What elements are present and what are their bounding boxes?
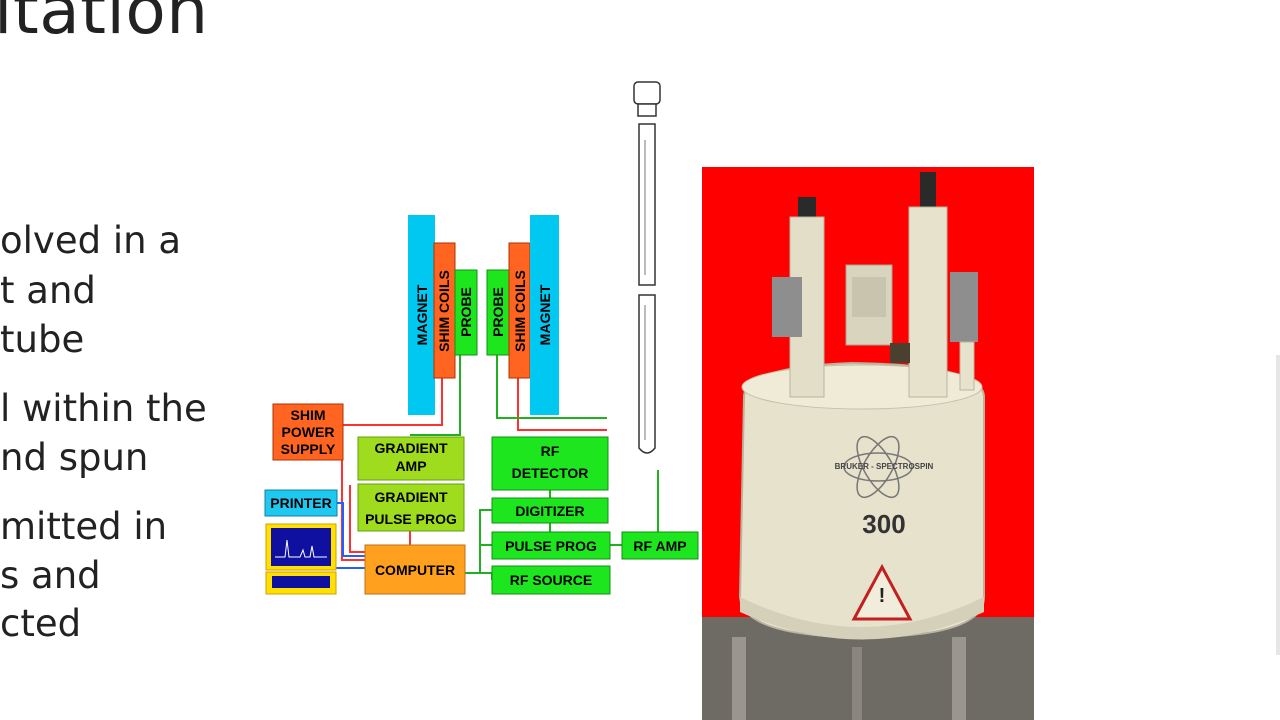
bullet-line: l within the <box>0 387 207 430</box>
bullet-line: nd spun <box>0 436 149 479</box>
shim-power-supply-label: SUPPLY <box>281 441 336 457</box>
printer-box <box>264 489 338 517</box>
digitizer-label: DIGITIZER <box>515 503 584 519</box>
gradient-pulse-prog-label: GRADIENT <box>374 489 448 505</box>
shim-power-supply-label: POWER <box>282 424 335 440</box>
keyboard-icon <box>265 571 337 595</box>
bullet-line: t and <box>0 269 96 312</box>
computer-monitor-icon <box>265 523 337 571</box>
pulse-prog-box <box>491 531 611 560</box>
brand-label: BRUKER - SPECTROSPIN <box>835 462 934 471</box>
gradient-pulse-prog-box <box>357 483 465 532</box>
model-number: 300 <box>862 509 905 539</box>
sample-tube-icon <box>633 81 661 454</box>
right-magnet <box>530 215 559 415</box>
stand-leg <box>852 647 862 720</box>
rf-source-box <box>491 565 611 595</box>
gradient-pulse-prog-label: PULSE PROG <box>365 511 457 527</box>
computer-label: COMPUTER <box>375 562 455 578</box>
wire <box>410 355 461 436</box>
wire <box>349 485 366 553</box>
adjacent-window-edge <box>1276 355 1280 655</box>
left-probe <box>454 269 478 356</box>
wire <box>465 509 492 574</box>
computer-box <box>364 544 466 595</box>
shim-power-supply-label: SHIM <box>291 407 326 423</box>
rf-amp-box <box>621 531 699 560</box>
pulse-prog-label: PULSE PROG <box>505 538 597 554</box>
warning-symbol: ! <box>879 585 886 607</box>
wire <box>465 572 493 580</box>
bruker-logo-icon <box>843 435 913 499</box>
left-probe-label: PROBE <box>458 287 474 337</box>
gradient-amp-label: AMP <box>395 458 426 474</box>
right-shim-coils-label: SHIM COILS <box>512 270 528 352</box>
bullet-line: cted <box>0 602 82 645</box>
wire <box>517 378 607 431</box>
warning-triangle-icon: ! <box>851 563 913 621</box>
wire <box>342 378 443 426</box>
bullet-line: mitted in <box>0 505 168 548</box>
rf-source-label: RF SOURCE <box>510 572 592 588</box>
bullet-line: tube <box>0 318 85 361</box>
printer-label: PRINTER <box>270 495 331 511</box>
wire <box>496 355 607 419</box>
rf-detector-label: DETECTOR <box>512 465 589 481</box>
left-shim-coils-label: SHIM COILS <box>436 270 452 352</box>
left-magnet <box>408 215 435 415</box>
gradient-amp-label: GRADIENT <box>374 440 448 456</box>
rf-detector-label: RF <box>541 443 560 459</box>
right-probe-label: PROBE <box>490 287 506 337</box>
stand-leg <box>732 637 746 720</box>
digitizer-box <box>491 497 609 524</box>
stand-leg <box>952 637 966 720</box>
wire <box>341 452 366 561</box>
left-magnet-label: MAGNET <box>414 284 430 345</box>
rf-detector-box <box>491 436 609 491</box>
bullet-line: olved in a <box>0 219 181 262</box>
magnet-dewar <box>738 361 985 640</box>
bullet-line: s and <box>0 554 101 597</box>
shim-power-supply-box <box>272 403 344 461</box>
gradient-amp-box <box>357 436 465 481</box>
wire <box>336 502 366 557</box>
rf-amp-label: RF AMP <box>633 538 686 554</box>
slide-title: itation <box>0 0 209 49</box>
right-magnet-label: MAGNET <box>537 284 553 345</box>
nmr-magnet-photo: BRUKER - SPECTROSPIN 300 ! <box>702 167 1034 720</box>
magnet-turrets <box>772 172 978 398</box>
